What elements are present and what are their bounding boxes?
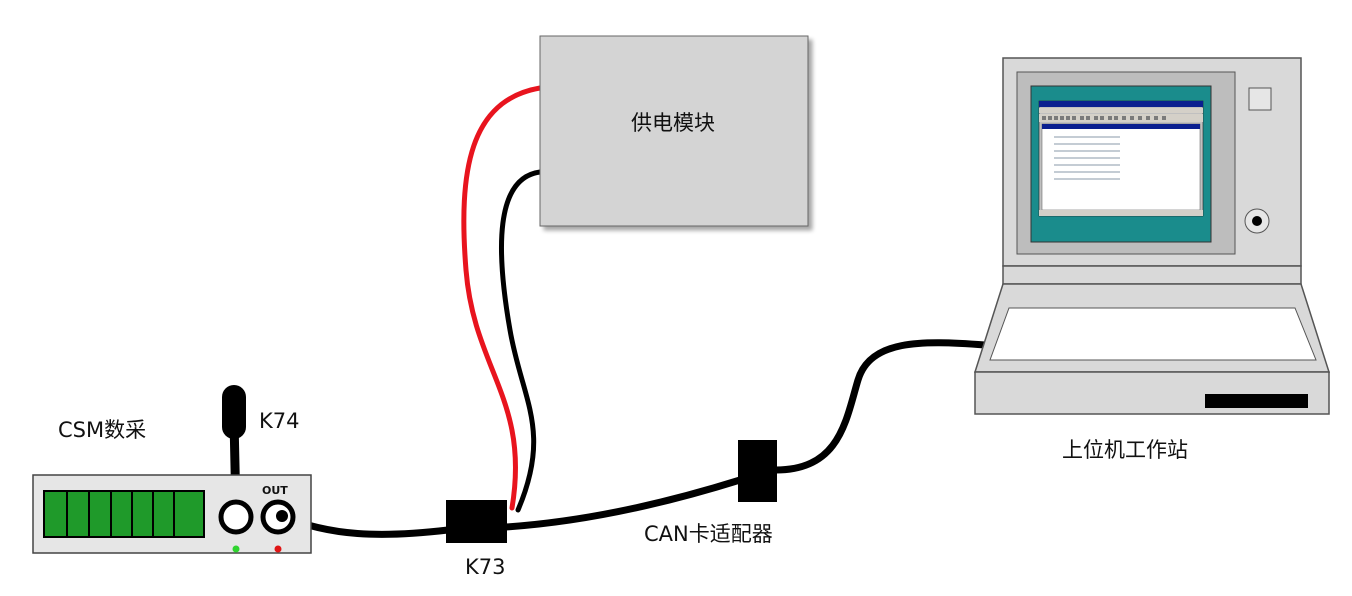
red-power-cable [461,85,543,511]
red-led [274,545,282,553]
k74-label: K74 [259,409,300,433]
k73-connector [446,500,507,543]
screen-app-window [1038,100,1204,217]
out-port-label: OUT [262,484,288,497]
power-module-label: 供电模块 [631,111,715,135]
laptop-workstation [973,57,1331,415]
black-power-cable [499,169,543,513]
can-to-laptop-cable [772,339,989,474]
can-adapter-label: CAN卡适配器 [644,522,773,546]
k73-label: K73 [465,555,506,579]
green-led [232,545,240,553]
laptop-drive-slot [1205,394,1308,408]
workstation-label: 上位机工作站 [1062,438,1188,462]
csm-display [43,490,205,538]
k74-plug [222,385,246,439]
k74-port [218,499,254,535]
can-adapter [738,440,777,502]
laptop-keyboard [989,307,1317,361]
k73-to-can-cable [502,476,744,531]
power-module [539,35,809,227]
out-port-inner [276,510,288,522]
csm-daq-device [32,474,312,554]
csm-daq-label: CSM数采 [58,418,147,442]
lid-square-button [1248,87,1272,111]
